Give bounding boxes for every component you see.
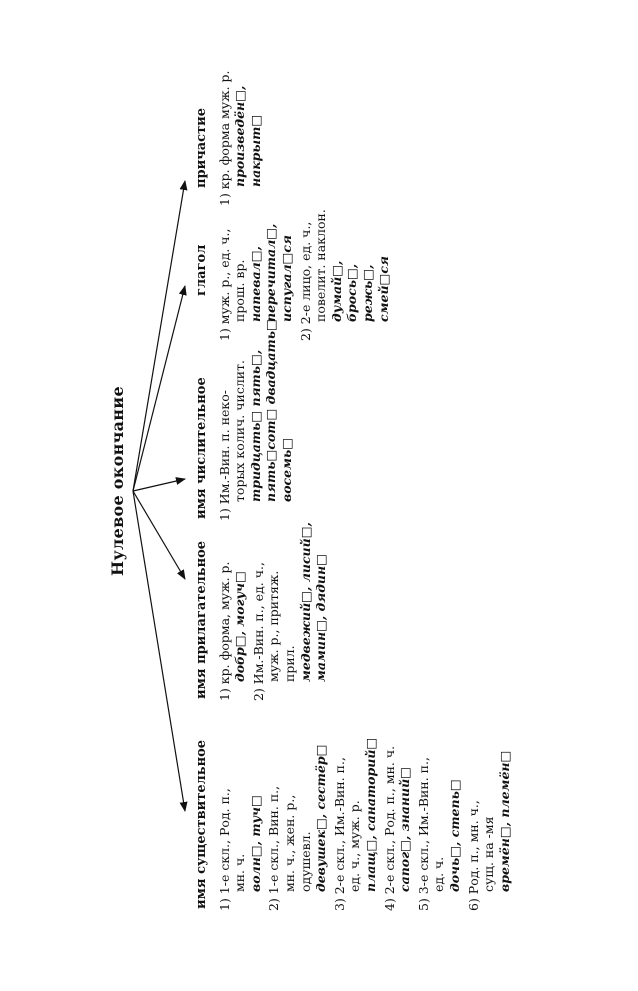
rule-text: повелит. наклон. — [313, 209, 329, 322]
column-heading-noun: имя существительное — [194, 739, 209, 909]
rule-text: одушевл. — [297, 831, 313, 892]
example-words: брось□, — [344, 263, 360, 322]
example-words: медвежий□, лисий□, — [297, 522, 313, 682]
column-heading-numeral: имя числительное — [194, 377, 209, 519]
example-words: пять□сот□ двадцать□ — [263, 319, 279, 502]
rule-text: мн. ч. — [232, 853, 248, 892]
rule-text: 2) Им.-Вин. п., ед. ч., — [250, 562, 266, 701]
adjective-rule-1: 1) кр. форма, муж. р. добр□, могуч□ — [216, 522, 248, 702]
arrow-to-numeral — [132, 477, 186, 492]
example-words: перечитал□, — [263, 223, 279, 322]
verb-rule-2: 2) 2-е лицо, ед. ч., повелит. наклон. ду… — [298, 209, 392, 341]
numeral-rule-1: 1) Им.-Вин. п. неко- торых колич. числит… — [217, 319, 295, 521]
example-words: режь□, — [359, 264, 375, 322]
arrow-to-adjective — [132, 490, 186, 580]
noun-rule-4: 4) 2-е скл., Род. п., мн. ч. сапог□, зна… — [382, 738, 413, 911]
example-words: дочь□, степь□ — [446, 779, 462, 892]
noun-rule-5: 5) 3-е скл., Им.-Вин. п., ед. ч. дочь□, … — [416, 738, 463, 911]
example-words: девушек□, сестёр□ — [313, 744, 329, 892]
arrow-to-participle — [132, 180, 188, 492]
rule-text: прил. — [281, 645, 297, 682]
arrow-to-noun — [132, 490, 188, 812]
rule-text: 5) 3-е скл., Им.-Вин. п., — [415, 757, 431, 911]
noun-rule-6: 6) Род. п., мн. ч., сущ. на -мя времён□,… — [466, 738, 513, 911]
example-words: произведён□, — [232, 85, 248, 187]
example-words: волн□, туч□ — [247, 795, 263, 892]
example-words: мамин□, дядин□ — [313, 554, 329, 682]
rule-text: 1) Им.-Вин. п. неко- — [216, 390, 232, 521]
rule-text: мн. ч., жен. р., — [281, 794, 297, 892]
noun-rule-3: 3) 2-е скл., Им.-Вин. п., ед. ч., муж. р… — [332, 738, 379, 911]
column-adjective: имя прилагательное 1) кр. форма, муж. р.… — [194, 522, 332, 701]
example-words: плащ□, санаторий□ — [362, 737, 378, 892]
example-words: смей□ся — [375, 256, 391, 322]
rule-text: 4) 2-е скл., Род. п., мн. ч. — [381, 745, 397, 911]
rule-text: 2) 2-е лицо, ед. ч., — [297, 221, 313, 341]
example-words: тридцать□ пять□, — [247, 349, 263, 502]
rule-text: 3) 2-е скл., Им.-Вин. п., — [331, 757, 347, 911]
rule-text: сущ. на -мя — [481, 816, 497, 892]
example-words: сапог□, знаний□ — [397, 767, 413, 892]
column-noun: имя существительное 1) 1-е скл., Род. п.… — [194, 738, 515, 911]
rule-text: торых колич. числит. — [232, 360, 248, 502]
column-numeral: имя числительное 1) Им.-Вин. п. неко- то… — [194, 319, 298, 521]
verb-rule-1: 1) муж. р., ед. ч., прош. вр. напевал□, … — [217, 209, 295, 341]
adjective-rule-2: 2) Им.-Вин. п., ед. ч., муж. р., притяж.… — [251, 522, 329, 701]
column-heading-verb: глагол — [194, 244, 209, 296]
example-words: добр□, могуч□ — [232, 571, 248, 682]
rule-text: 1) муж. р., ед. ч., — [216, 228, 232, 342]
arrow-to-verb — [132, 285, 187, 492]
column-heading-adjective: имя прилагательное — [194, 540, 209, 699]
example-words: напевал□, — [247, 246, 263, 322]
rule-text: 6) Род. п., мн. ч., — [465, 800, 481, 911]
example-words: испугал□ся — [278, 235, 294, 322]
rule-text: 1) кр. форма, муж. р. — [216, 561, 232, 702]
rule-text: муж. р., притяж. — [266, 570, 282, 682]
example-words: накрыт□ — [247, 114, 263, 187]
column-participle: причастие 1) кр. форма муж. р. произведё… — [194, 70, 266, 206]
noun-rule-1: 1) 1-е скл., Род. п., мн. ч. волн□, туч□ — [217, 738, 264, 911]
rule-text: ед. ч., муж. р. — [347, 800, 363, 892]
example-words: восемь□ — [278, 437, 294, 502]
diagram-title: Нулевое окончание — [108, 386, 127, 576]
participle-rule-1: 1) кр. форма муж. р. произведён□, накрыт… — [217, 70, 264, 206]
example-words: времён□, племён□ — [496, 750, 512, 892]
rule-text: ед. ч. — [431, 856, 447, 892]
column-verb: глагол 1) муж. р., ед. ч., прош. вр. нап… — [194, 209, 394, 341]
rule-text: прош. вр. — [232, 259, 248, 322]
rule-text: 2) 1-е скл., Вин. п., — [266, 785, 282, 911]
rule-text: 1) 1-е скл., Род. п., — [216, 788, 232, 911]
column-heading-participle: причастие — [194, 107, 209, 188]
example-words: думай□, — [328, 260, 344, 322]
noun-rule-2: 2) 1-е скл., Вин. п., мн. ч., жен. р., о… — [266, 738, 328, 911]
rule-text: 1) кр. форма муж. р. — [216, 70, 232, 206]
